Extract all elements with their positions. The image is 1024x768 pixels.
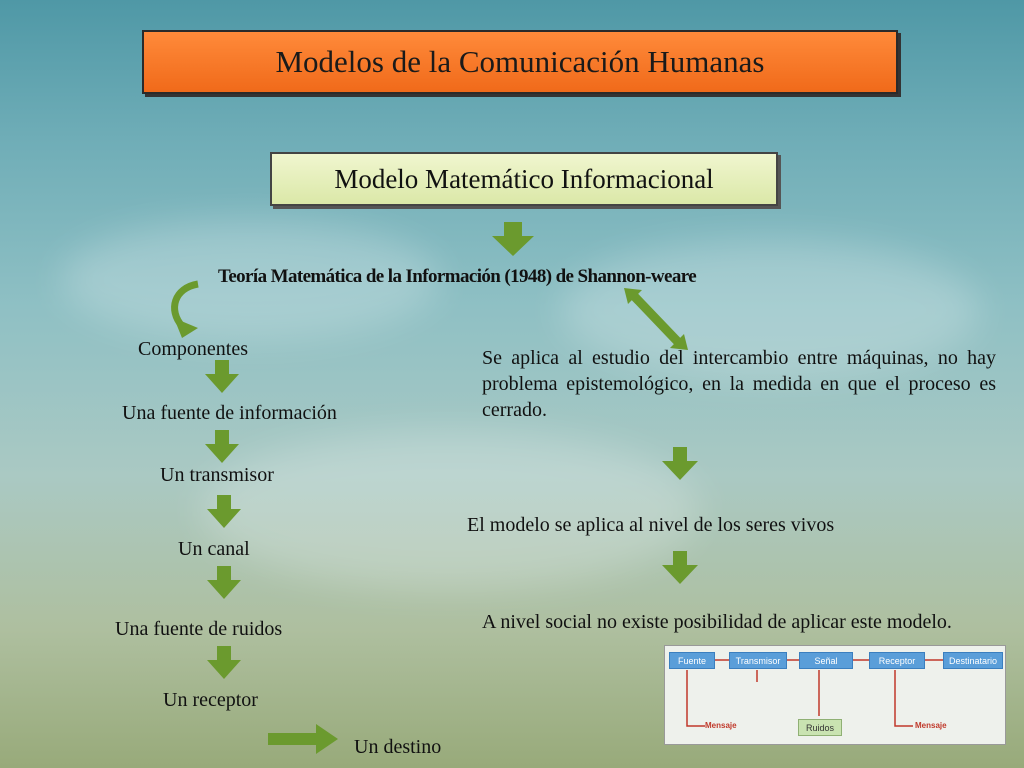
theory-heading: Teoría Matemática de la Información (194…: [218, 266, 697, 287]
curved-arrow-icon: [171, 280, 199, 338]
figure-node: Señal: [799, 652, 853, 669]
down-arrow-icon: [207, 495, 241, 528]
down-arrow-icon: [662, 551, 698, 584]
slide-title-box: Modelos de la Comunicación Humanas: [142, 30, 898, 94]
living-beings-text: El modelo se aplica al nivel de los sere…: [467, 514, 835, 536]
down-arrow-icon: [207, 566, 241, 599]
down-arrow-icon: [492, 222, 534, 256]
shannon-model-figure: Fuente Transmisor Señal Receptor Destina…: [664, 645, 1006, 745]
subtitle: Modelo Matemático Informacional: [334, 163, 714, 194]
component-item: Un transmisor: [160, 464, 274, 486]
social-level-text: A nivel social no existe posibilidad de …: [482, 611, 952, 633]
down-arrow-icon: [207, 646, 241, 679]
down-arrow-icon: [205, 430, 239, 463]
figure-mensaje-label: Mensaje: [915, 721, 947, 730]
figure-node: Destinatario: [943, 652, 1003, 669]
figure-node: Fuente: [669, 652, 715, 669]
figure-connectors: [686, 659, 943, 727]
down-arrow-icon: [662, 447, 698, 480]
slide-title: Modelos de la Comunicación Humanas: [275, 44, 765, 79]
component-item: Un destino: [354, 736, 442, 758]
cloud: [560, 240, 980, 380]
figure-noise-node: Ruidos: [798, 719, 842, 736]
subtitle-box: Modelo Matemático Informacional: [270, 152, 778, 206]
application-paragraph: Se aplica al estudio del intercambio ent…: [482, 347, 996, 421]
component-item: Una fuente de ruidos: [115, 618, 283, 640]
figure-node: Transmisor: [729, 652, 787, 669]
figure-node: Receptor: [869, 652, 925, 669]
diagonal-arrow-icon: [624, 288, 688, 350]
component-item: Un receptor: [163, 689, 258, 711]
cloud: [200, 430, 700, 590]
cloud: [60, 220, 440, 340]
right-arrow-icon: [268, 724, 338, 754]
figure-mensaje-label: Mensaje: [705, 721, 737, 730]
component-item: Una fuente de información: [122, 402, 337, 424]
down-arrow-icon: [205, 360, 239, 393]
components-heading: Componentes: [138, 338, 248, 360]
component-item: Un canal: [178, 538, 250, 560]
